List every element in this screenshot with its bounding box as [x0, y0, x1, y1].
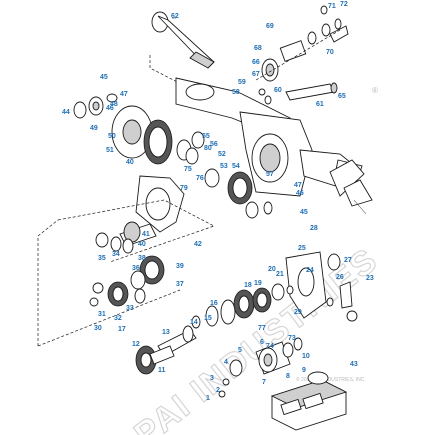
callout-35: 35	[98, 255, 106, 262]
callout-32: 32	[114, 315, 122, 322]
callout-74: 74	[266, 343, 274, 350]
callout-29: 29	[294, 309, 302, 316]
callout-15: 15	[204, 315, 212, 322]
callout-77: 77	[258, 325, 266, 332]
callout-3: 3	[210, 375, 214, 382]
registered-mark: ®	[372, 86, 378, 95]
callout-76: 76	[196, 175, 204, 182]
ring-gear-assembly	[73, 93, 273, 219]
copyright-text: © 2016 PAI INDUSTRIES, INC.	[296, 376, 366, 383]
callout-54: 54	[232, 163, 240, 170]
left-assembly-guide	[37, 199, 215, 347]
callout-47: 47	[294, 182, 302, 189]
steering-spindle	[329, 159, 373, 215]
callout-53: 53	[220, 163, 228, 170]
callout-20: 20	[268, 266, 276, 273]
callout-62: 62	[171, 13, 179, 20]
king-pin	[258, 82, 338, 105]
pinion-assembly	[89, 221, 165, 307]
callout-45: 45	[300, 209, 308, 216]
callout-57: 57	[266, 171, 274, 178]
callout-27: 27	[344, 257, 352, 264]
callout-5: 5	[238, 347, 242, 354]
callout-50: 50	[108, 133, 116, 140]
callout-55: 55	[202, 133, 210, 140]
callout-79: 79	[180, 185, 188, 192]
callout-41: 41	[142, 231, 150, 238]
callout-72: 72	[340, 1, 348, 8]
overhaul-kit-box	[270, 371, 348, 431]
callout-49: 49	[90, 125, 98, 132]
inter-axle-assembly	[191, 283, 294, 329]
callout-67: 67	[252, 71, 260, 78]
callout-65: 65	[338, 93, 346, 100]
callout-40: 40	[126, 159, 134, 166]
callout-47: 47	[120, 91, 128, 98]
callout-25: 25	[298, 245, 306, 252]
callout-56: 56	[210, 141, 218, 148]
input-shaft-assembly	[135, 325, 197, 375]
callout-26: 26	[336, 274, 344, 281]
watermark-text: PAI INDUSTRIES	[127, 241, 385, 435]
callout-36: 36	[132, 265, 140, 272]
callout-38: 38	[138, 255, 146, 262]
callout-60: 60	[274, 87, 282, 94]
callout-21: 21	[276, 271, 284, 278]
callout-2: 2	[216, 387, 220, 394]
callout-16: 16	[210, 300, 218, 307]
callout-8: 8	[286, 373, 290, 380]
callout-43: 43	[350, 361, 358, 368]
callout-24: 24	[306, 267, 314, 274]
callout-40: 40	[138, 241, 146, 248]
callout-44: 44	[62, 109, 70, 116]
callout-19: 19	[254, 280, 262, 287]
carrier-housing	[135, 175, 185, 233]
callout-28: 28	[310, 225, 318, 232]
callout-68: 68	[254, 45, 262, 52]
callout-11: 11	[158, 367, 166, 374]
callout-9: 9	[302, 367, 306, 374]
callout-34: 34	[112, 251, 120, 258]
callout-70: 70	[326, 49, 334, 56]
upper-hub-assembly	[255, 5, 349, 82]
callout-75: 75	[184, 166, 192, 173]
callout-46: 46	[296, 190, 304, 197]
callout-17: 17	[118, 326, 126, 333]
callout-7: 7	[262, 379, 266, 386]
callout-46: 46	[106, 105, 114, 112]
callout-73: 73	[288, 335, 296, 342]
callout-1: 1	[206, 395, 210, 402]
callout-37: 37	[176, 281, 184, 288]
callout-61: 61	[316, 101, 324, 108]
callout-52: 52	[218, 151, 226, 158]
callout-30: 30	[94, 325, 102, 332]
callout-14: 14	[190, 319, 198, 326]
callout-10: 10	[302, 353, 310, 360]
callout-58: 58	[232, 89, 240, 96]
callout-42: 42	[194, 241, 202, 248]
callout-80: 80	[204, 145, 212, 152]
callout-18: 18	[244, 282, 252, 289]
callout-59: 59	[238, 79, 246, 86]
yoke-assembly	[218, 337, 303, 398]
callout-31: 31	[98, 311, 106, 318]
callout-39: 39	[176, 263, 184, 270]
callout-6: 6	[260, 339, 264, 346]
callout-71: 71	[328, 3, 336, 10]
callout-69: 69	[266, 23, 274, 30]
callout-48: 48	[110, 101, 118, 108]
callout-23: 23	[366, 275, 374, 282]
callout-33: 33	[126, 305, 134, 312]
axle-shaft	[151, 11, 215, 69]
callout-66: 66	[252, 59, 260, 66]
callout-51: 51	[106, 147, 114, 154]
callout-45: 45	[100, 74, 108, 81]
callout-4: 4	[224, 359, 228, 366]
callout-13: 13	[162, 329, 170, 336]
callout-12: 12	[132, 341, 140, 348]
